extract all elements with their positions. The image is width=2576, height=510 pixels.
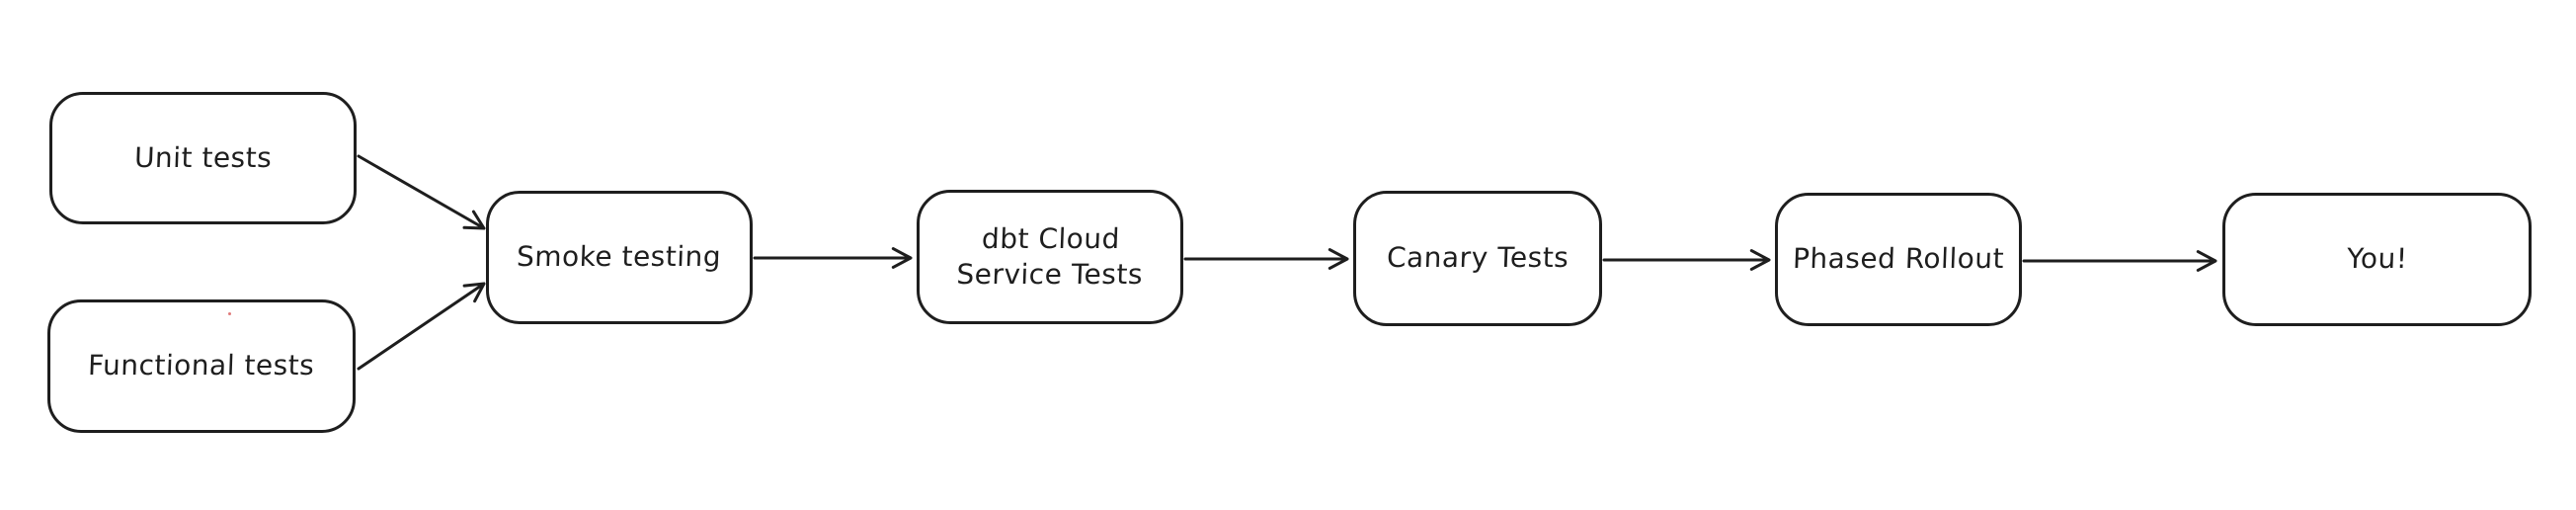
stray-red-dot-artifact — [228, 312, 231, 315]
node-dbt-cloud-service-tests: dbt Cloud Service Tests — [917, 190, 1183, 324]
node-functional-tests: Functional tests — [47, 299, 356, 433]
node-dbt-cloud-service-tests-label: dbt Cloud Service Tests — [955, 221, 1144, 291]
node-functional-tests-label: Functional tests — [87, 349, 316, 382]
arrow-unit-to-smoke — [357, 154, 486, 230]
node-smoke-testing: Smoke testing — [486, 191, 753, 324]
arrow-dbt-to-canary — [1183, 248, 1349, 270]
node-phased-rollout: Phased Rollout — [1775, 193, 2022, 326]
node-canary-tests: Canary Tests — [1353, 191, 1602, 326]
arrow-functional-to-smoke — [357, 282, 486, 371]
node-unit-tests: Unit tests — [49, 92, 357, 224]
arrow-canary-to-phased — [1602, 249, 1771, 271]
node-canary-tests-label: Canary Tests — [1386, 241, 1570, 275]
node-smoke-testing-label: Smoke testing — [516, 240, 723, 274]
node-unit-tests-label: Unit tests — [133, 140, 273, 174]
node-you-label: You! — [2346, 242, 2408, 276]
node-you: You! — [2222, 193, 2532, 326]
arrow-smoke-to-dbt — [753, 247, 913, 269]
arrow-phased-to-you — [2022, 250, 2217, 272]
node-phased-rollout-label: Phased Rollout — [1792, 242, 2005, 276]
